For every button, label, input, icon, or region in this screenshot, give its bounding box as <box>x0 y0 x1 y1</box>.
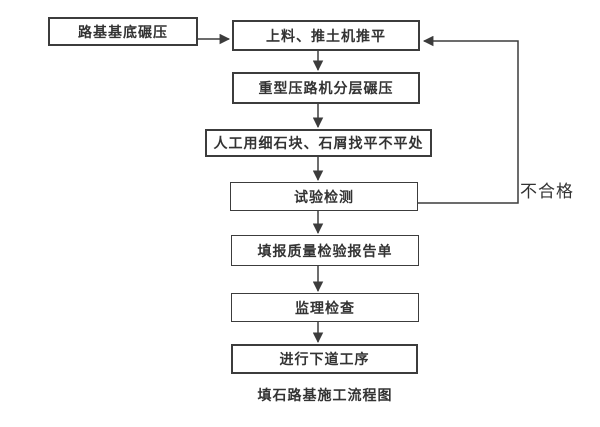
flow-node-label: 监理检查 <box>295 300 355 317</box>
flow-node-next-process: 进行下道工序 <box>231 344 418 374</box>
flow-node-label: 重型压路机分层碾压 <box>258 81 394 97</box>
flow-node-manual-leveling-uneven-spots: 人工用细石块、石屑找平不平处 <box>205 129 432 157</box>
flow-node-label: 上料、推土机推平 <box>266 28 386 45</box>
flow-node-label: 填报质量检验报告单 <box>257 243 393 260</box>
flow-node-label: 进行下道工序 <box>279 352 370 368</box>
flow-node-label: 试验检测 <box>294 189 354 206</box>
flow-node-label: 人工用细石块、石屑找平不平处 <box>213 136 424 152</box>
flow-node-loading-bulldozer-leveling: 上料、推土机推平 <box>232 20 420 51</box>
flow-node-heavy-roller-layered-compaction: 重型压路机分层碾压 <box>232 72 420 104</box>
fail-feedback-label: 不合格 <box>520 182 574 202</box>
flow-node-supervision-check: 监理检查 <box>231 293 419 322</box>
diagram-caption: 填石路基施工流程图 <box>257 388 393 404</box>
flow-node-label: 路基基底碾压 <box>78 24 168 41</box>
flow-node-quality-inspection-report: 填报质量检验报告单 <box>231 235 419 266</box>
flow-node-subgrade-base-compaction: 路基基底碾压 <box>48 17 198 46</box>
connector-fail-feedback <box>418 35 519 204</box>
flow-node-test-inspection: 试验检测 <box>230 182 418 211</box>
